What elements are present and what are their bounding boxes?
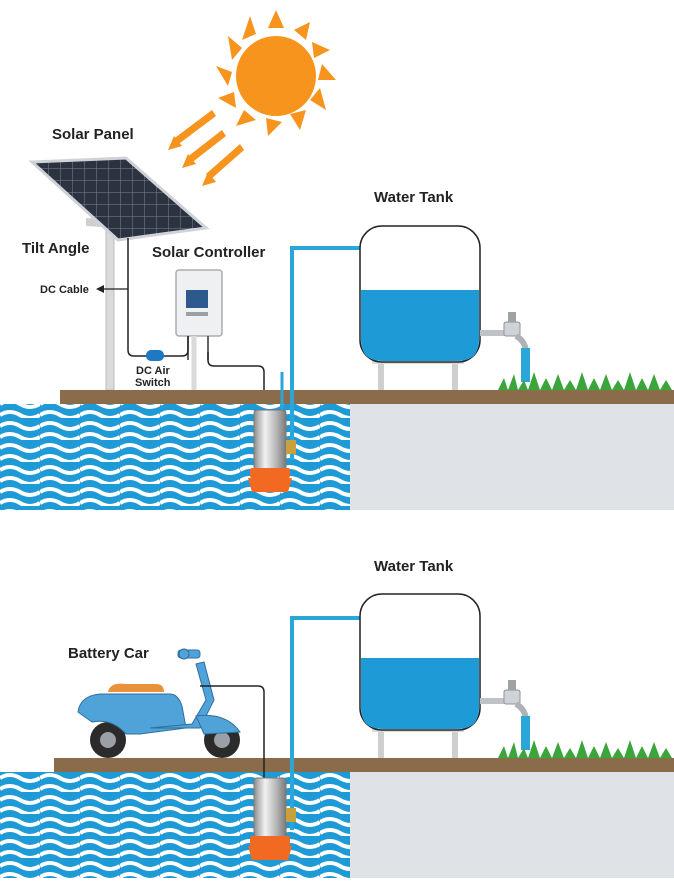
dc-cable-label: DC Cable	[40, 284, 89, 296]
sun-icon	[216, 10, 336, 136]
water-tank-top	[359, 225, 481, 390]
bottom-scene: Battery Car Water Tank	[0, 558, 674, 878]
faucet-icon	[480, 312, 530, 382]
dc-cable	[127, 238, 265, 410]
water-tank-label-bottom: Water Tank	[374, 558, 454, 575]
tilt-angle-label: Tilt Angle	[22, 240, 90, 257]
top-scene: Solar Panel Tilt Angle DC Cable Solar Co…	[0, 10, 674, 510]
solar-panel-icon	[28, 156, 210, 391]
ground-strip-bottom	[54, 758, 674, 772]
dry-ground-bottom	[350, 772, 674, 878]
water-body-bottom	[0, 772, 350, 878]
solar-controller-label: Solar Controller	[152, 244, 266, 261]
water-tank-label-top: Water Tank	[374, 189, 454, 206]
ground-strip	[60, 390, 674, 404]
submersible-pump-icon	[248, 409, 296, 492]
faucet-icon-bottom	[480, 680, 530, 750]
solar-panel-label: Solar Panel	[52, 126, 134, 143]
controller-icon	[175, 269, 223, 390]
water-tank-bottom	[359, 593, 481, 758]
battery-cable	[200, 685, 265, 780]
battery-car-label: Battery Car	[68, 645, 149, 662]
dc-air-switch-label-2: Switch	[135, 377, 171, 389]
sun-rays	[168, 110, 244, 186]
dc-cable-arrow	[96, 285, 104, 293]
dc-air-switch-label-1: DC Air	[136, 365, 171, 377]
dry-ground	[350, 404, 674, 510]
water-pipe-bottom	[290, 616, 372, 830]
breaker-icon	[146, 350, 164, 361]
water-pipe	[290, 246, 372, 460]
scooter-icon	[77, 648, 241, 758]
grass-bottom	[498, 740, 672, 758]
grass	[498, 372, 672, 390]
submersible-pump-icon-bottom	[248, 777, 296, 860]
water-body	[0, 404, 350, 510]
